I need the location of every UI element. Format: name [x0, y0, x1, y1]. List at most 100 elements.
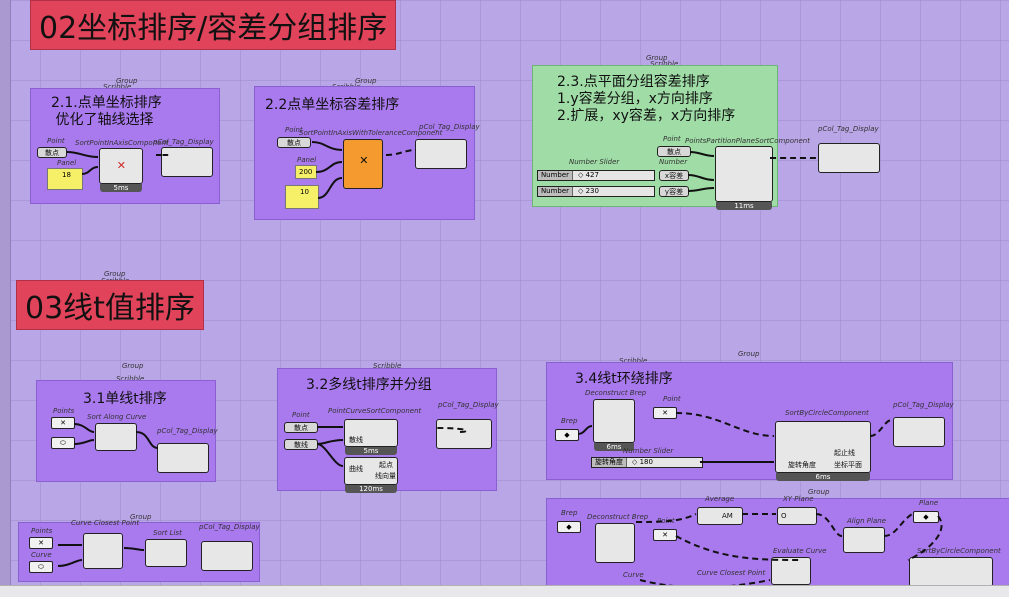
panel-axis[interactable]: 10 [285, 185, 319, 209]
pcol-tag-display[interactable] [157, 443, 209, 473]
pcol-label: pCol_Tag_Display [153, 138, 214, 146]
points-input-icon[interactable]: ✕ [29, 537, 53, 549]
point-label: Point [663, 395, 681, 403]
point-label: Point [657, 517, 675, 525]
brep-input-icon[interactable]: ◆ [557, 521, 581, 533]
sort-list-label: Sort List [153, 529, 182, 537]
panel-label: Panel [297, 156, 317, 164]
average-label: Average [705, 495, 735, 503]
plane-sort-label: PointsPartitionPlaneSortComponent [685, 137, 810, 145]
points-param[interactable]: 散点 [277, 137, 311, 148]
number-slider-y[interactable]: Number ◇ 230 [537, 186, 655, 197]
group-title-3-2: 3.2多线t排序并分组 [306, 377, 432, 393]
evaluate-curve[interactable] [771, 557, 811, 585]
rotation-slider[interactable]: 旋转角度◇ 180 [591, 457, 703, 468]
scribble-tag-23: Scribble [650, 60, 679, 68]
curve-input-icon[interactable]: ⬭ [51, 437, 75, 449]
pcol-tag-display[interactable] [415, 139, 467, 169]
pcol-label: pCol_Tag_Display [199, 523, 260, 531]
xy-plane-label: XY Plane [783, 495, 814, 503]
point-label: Point [47, 137, 65, 145]
group-3-4[interactable]: 3.4线t环绕排序 Brep ◆ Deconstruct Brep 6ms Po… [546, 362, 954, 481]
component-timer: 120ms [345, 485, 397, 493]
points-input-icon[interactable]: ✕ [51, 417, 75, 429]
point-param-icon[interactable]: ✕ [653, 407, 677, 419]
points-param[interactable]: 散点 [284, 422, 318, 433]
curve-sort-label: PointCurveSortComponent [328, 407, 422, 415]
number-slider-label: Number Slider [623, 447, 674, 455]
pcol-tag-display[interactable] [436, 419, 492, 449]
sort-list-component[interactable] [145, 539, 187, 567]
plane-param-icon[interactable]: ◆ [913, 511, 939, 523]
scribble-tag-21: Scribble [103, 83, 132, 91]
curves-param[interactable]: 散线 [284, 439, 318, 450]
point-curve-sort-component[interactable]: 散线 5ms [344, 419, 398, 455]
point-label: Point [663, 135, 681, 143]
group-tag-35: Group [130, 513, 152, 521]
section-banner-03[interactable]: 03线t值排序 [16, 280, 204, 330]
slider-name: Number [538, 187, 573, 196]
slider-name: Number [538, 171, 573, 180]
points-param[interactable]: 散点 [37, 147, 67, 158]
ytol-param[interactable]: y容差 [659, 186, 689, 197]
sort-by-circle-component[interactable]: 起止线 坐标平面 旋转角度 6ms [775, 421, 871, 481]
points-label: Points [31, 527, 53, 535]
deconstruct-brep[interactable]: 6ms [593, 399, 635, 451]
panel-value: 18 [62, 171, 71, 179]
deconstruct-label: Deconstruct Brep [587, 513, 649, 521]
dir-port-label: 线向量 [375, 472, 396, 480]
panel-value: 200 [299, 168, 313, 176]
pcol-tag-display[interactable] [201, 541, 253, 571]
xtol-param[interactable]: x容差 [659, 170, 689, 181]
brep-input-icon[interactable]: ◆ [555, 429, 579, 441]
group-title-2-1: 2.1.点单坐标排序 优化了轴线选择 [51, 95, 162, 128]
curve-input-icon[interactable]: ⬭ [29, 561, 53, 573]
section-banner-02[interactable]: 02坐标排序/容差分组排序 [30, 0, 397, 50]
panel-label: Panel [57, 159, 77, 167]
pcol-tag-display-23[interactable] [818, 143, 880, 173]
circle-sort-label: SortByCircleComponent [917, 547, 1001, 555]
group-2-2[interactable]: 2.2点单坐标容差排序 Point 散点 Panel 200 10 SortPo… [254, 86, 480, 220]
pcol-tag-display[interactable] [893, 417, 945, 447]
group-2-1[interactable]: 2.1.点单坐标排序 优化了轴线选择 Point 散点 Panel 18 Sor… [30, 88, 220, 204]
pcol-tag-display[interactable] [161, 147, 213, 177]
pcol-label: pCol_Tag_Display [157, 427, 218, 435]
group-title-3-1: 3.1单线t排序 [83, 391, 167, 407]
origin-port: O [781, 512, 787, 520]
deconstruct-label: Deconstruct Brep [585, 389, 647, 397]
sort-point-in-axis-component[interactable]: ✕ 5ms [99, 148, 143, 192]
group-closest-point[interactable]: Points ✕ Curve ⬭ Curve Closest Point Sor… [18, 519, 260, 582]
xy-plane-component[interactable]: O [777, 507, 817, 525]
number-slider-label: Number Slider [569, 158, 620, 166]
sort-point-tolerance-component[interactable]: ✕ [343, 139, 383, 189]
deconstruct-brep[interactable] [595, 523, 635, 563]
average-component[interactable]: AM [697, 507, 743, 525]
points-param[interactable]: 散点 [657, 146, 691, 157]
curve-label: Curve [623, 571, 644, 579]
align-plane-component[interactable] [843, 527, 885, 553]
slider-value: ◇ 180 [632, 458, 653, 466]
scribble-tag-31: Scribble [116, 375, 145, 383]
group-3-1[interactable]: 3.1单线t排序 Points ✕ ⬭ Sort Along Curve pCo… [36, 380, 218, 482]
curve-closest-point[interactable] [83, 533, 123, 569]
points-partition-plane-sort[interactable]: 11ms [715, 146, 773, 210]
evaluate-curve-component[interactable]: 曲线 起点 线向量 120ms [344, 457, 398, 493]
point-param-icon[interactable]: ✕ [653, 529, 677, 541]
rotation-port: 旋转角度 [788, 461, 816, 469]
panel-tol[interactable]: 200 [295, 165, 317, 179]
scribble-tag-32: Scribble [373, 362, 402, 370]
start-port-label: 起点 [379, 461, 393, 469]
closest-pt-label: Curve Closest Point [697, 569, 766, 577]
sort-by-circle-component-2[interactable] [909, 557, 993, 587]
panel-input[interactable]: 18 [47, 168, 83, 190]
sort-along-curve[interactable] [95, 423, 137, 451]
group-2-3[interactable]: 2.3.点平面分组容差排序 1.y容差分组，x方向排序 2.扩展，xy容差，x方… [532, 65, 810, 210]
pcol-label: pCol_Tag_Display [818, 125, 879, 133]
slider-value: ◇ 230 [578, 187, 599, 195]
group-title-2-2: 2.2点单坐标容差排序 [265, 97, 400, 113]
number-slider-x[interactable]: Number◇ 427 [537, 170, 655, 181]
pcol-label: pCol_Tag_Display [893, 401, 954, 409]
group-3-2[interactable]: 3.2多线t排序并分组 Point 散点 散线 PointCurveSortCo… [277, 368, 499, 493]
align-plane-label: Align Plane [847, 517, 886, 525]
group-circle-sort-2[interactable]: Brep ◆ Deconstruct Brep Point ✕ Average … [546, 495, 1009, 587]
